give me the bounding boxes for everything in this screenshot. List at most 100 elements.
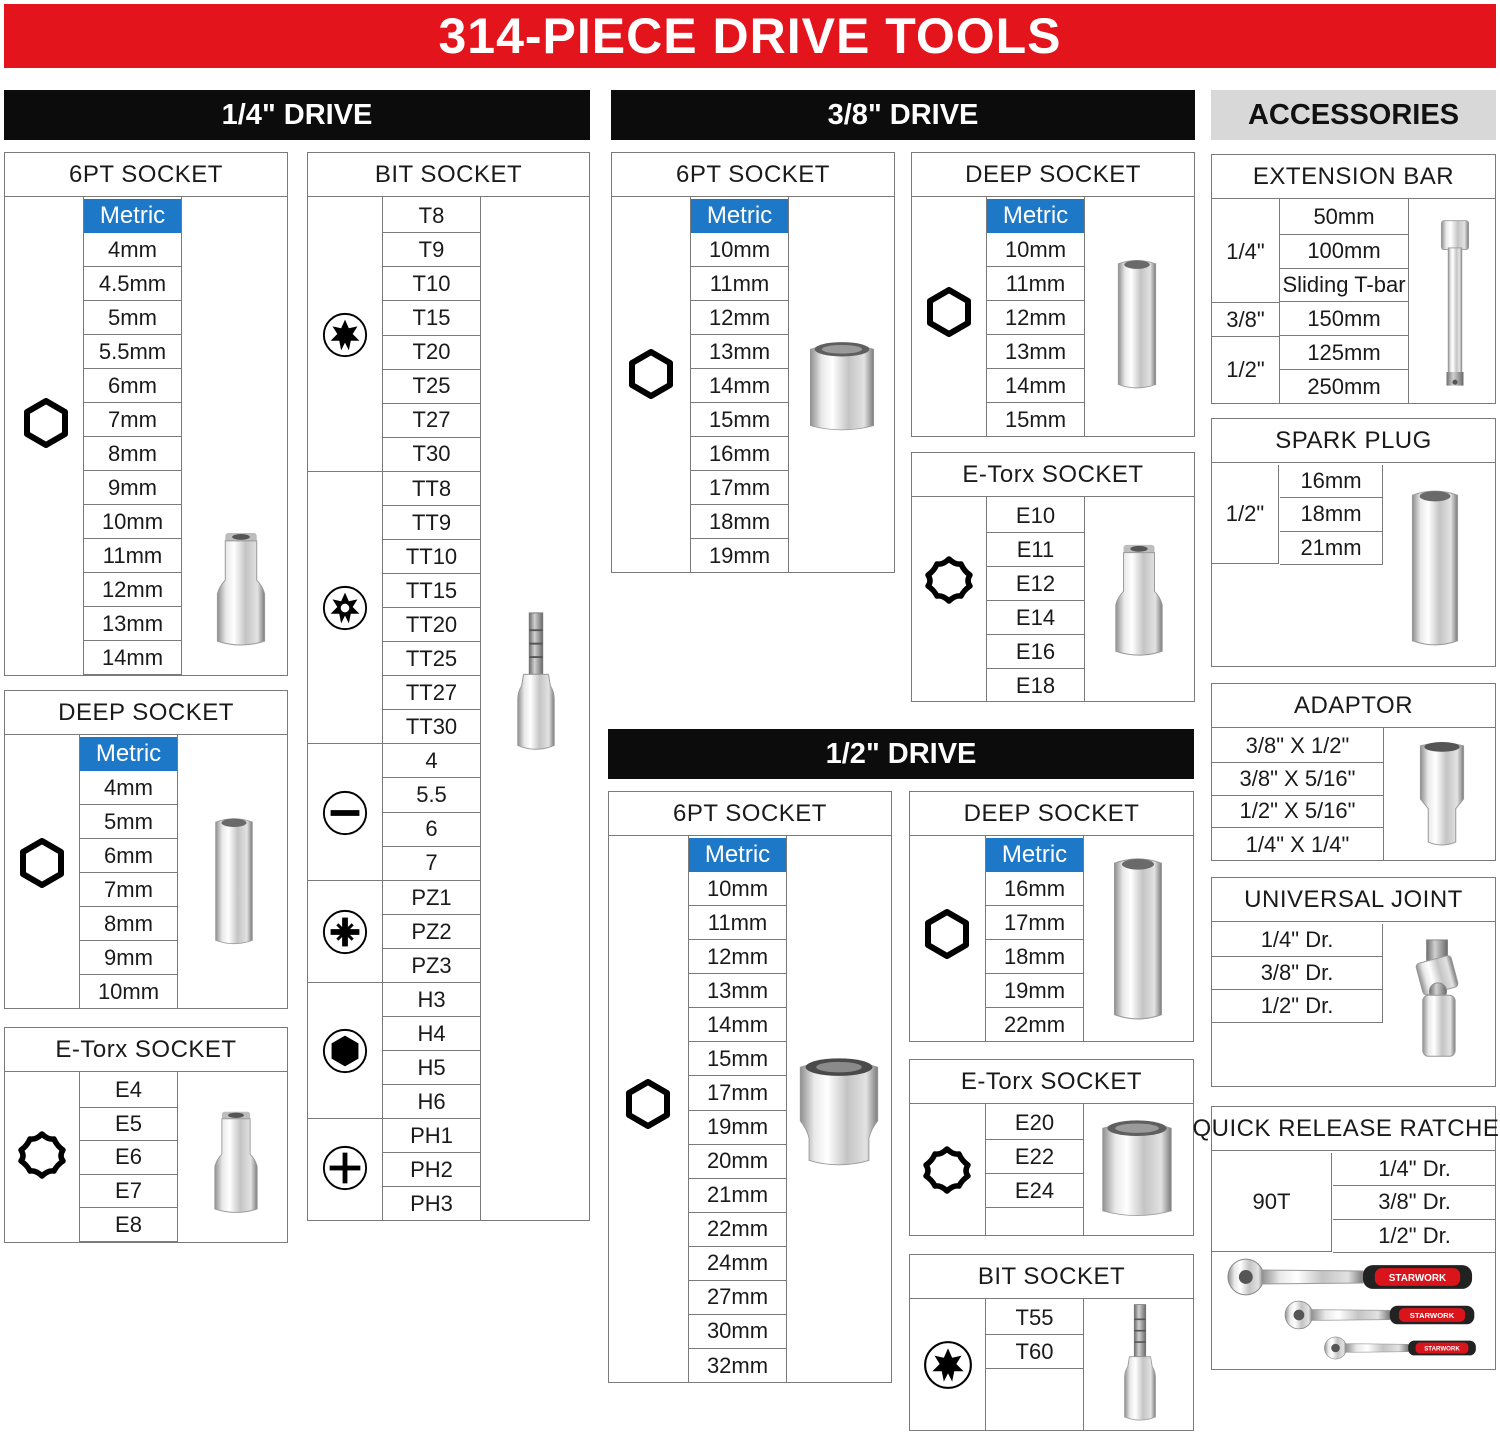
size-cell: PH1	[383, 1119, 480, 1153]
size-cell: PZ1	[383, 881, 480, 915]
torx-bit-icon	[922, 1339, 974, 1391]
size-cell: 11mm	[691, 267, 788, 301]
panel-title: DEEP SOCKET	[5, 691, 287, 735]
size-cell: 13mm	[689, 974, 786, 1009]
teeth-label: 90T	[1212, 1153, 1332, 1252]
size-cell: 15mm	[691, 403, 788, 437]
hex-socket-icon	[924, 287, 974, 337]
size-cell: TT30	[383, 710, 480, 744]
size-cell: 3/8" Dr.	[1212, 957, 1382, 990]
size-cell: 5.5mm	[84, 335, 181, 369]
size-cell: 3/8" X 1/2"	[1212, 730, 1383, 763]
panel-title: UNIVERSAL JOINT	[1212, 878, 1495, 922]
size-cell: TT10	[383, 540, 480, 574]
size-cell: 18mm	[691, 505, 788, 539]
drive-label: 1/2"	[1212, 465, 1279, 564]
panel-title: QUICK RELEASE RATCHET	[1192, 1107, 1500, 1151]
hex-socket-icon	[922, 909, 972, 959]
size-cell: 21mm	[689, 1179, 786, 1213]
size-cell: 16mm	[691, 437, 788, 471]
deep-socket-image	[209, 807, 259, 957]
size-cell: 14mm	[689, 1008, 786, 1043]
size-cell: 19mm	[708, 543, 771, 568]
size-cell: 11mm	[689, 906, 786, 941]
size-cell: 125mm	[1280, 336, 1408, 371]
size-cell: 21mm	[1280, 532, 1382, 565]
adaptor-panel: ADAPTOR 3/8" X 1/2"3/8" X 5/16"1/2" X 5/…	[1211, 683, 1496, 861]
pozidriv-bit-icon	[321, 908, 369, 956]
panel-title: DEEP SOCKET	[910, 792, 1193, 836]
size-cell: TT20	[383, 608, 480, 642]
ratchet-image-small	[1322, 1335, 1482, 1361]
size-cell: TT9	[383, 506, 480, 540]
hex-bit-icon	[321, 1027, 369, 1075]
hex-socket-icon	[626, 349, 676, 399]
size-cell: 6	[383, 813, 480, 847]
size-cell: 15mm	[1004, 407, 1067, 432]
size-cell: 20mm	[689, 1145, 786, 1179]
size-cell: 18mm	[986, 940, 1083, 974]
short-socket-image	[211, 531, 271, 649]
size-cell: 150mm	[1280, 303, 1408, 337]
size-cell: 11mm	[987, 267, 1084, 301]
size-cell: E8	[80, 1208, 177, 1242]
panel-title: E-Torx SOCKET	[912, 453, 1194, 497]
size-cell: 18mm	[1280, 498, 1382, 532]
size-cell: 7mm	[84, 403, 181, 437]
size-cell: PZ2	[383, 915, 480, 949]
bit-socket-image	[511, 611, 561, 755]
torx-bit-icon	[321, 311, 369, 359]
ratchet-image-large	[1224, 1257, 1482, 1297]
size-cell: T55	[986, 1301, 1083, 1335]
hex-socket-icon	[21, 398, 71, 448]
deep-socket-image	[1106, 854, 1170, 1026]
size-cell: 6mm	[80, 839, 177, 873]
quick-release-ratchet-panel: QUICK RELEASE RATCHET 90T 1/4" Dr.3/8" D…	[1192, 1106, 1500, 1370]
size-cell: 250mm	[1307, 374, 1381, 400]
panel-title: ADAPTOR	[1212, 684, 1495, 728]
phillips-bit-icon	[321, 1144, 369, 1192]
size-cell: 1/2" X 5/16"	[1212, 796, 1383, 829]
size-cell: 1/4" X 1/4"	[1245, 831, 1350, 857]
size-cell: E16	[987, 635, 1084, 669]
size-cell: E22	[986, 1140, 1083, 1174]
extension-bar-image	[1438, 209, 1472, 399]
metric-header: Metric	[691, 199, 788, 233]
metric-header: Metric	[80, 737, 177, 771]
size-cell: 13mm	[691, 335, 788, 369]
spark-plug-socket-image	[1402, 487, 1468, 651]
drive-label: 1/4"	[1212, 201, 1279, 303]
size-cell: 5.5	[383, 778, 480, 813]
size-cell: 1/2" Dr.	[1333, 1220, 1496, 1253]
size-cell: E12	[987, 567, 1084, 601]
socket-image	[795, 1050, 883, 1174]
size-cell: E20	[986, 1106, 1083, 1140]
size-cell: E6	[80, 1141, 177, 1175]
size-cell: T9	[383, 233, 480, 268]
size-cell: 15mm	[689, 1042, 786, 1077]
size-cell: T27	[383, 404, 480, 438]
size-cell: 27mm	[689, 1281, 786, 1315]
size-cell: 13mm	[84, 607, 181, 641]
size-cell: 10mm	[689, 872, 786, 907]
bit-socket-image	[1110, 1303, 1170, 1425]
title-banner: 314-PIECE DRIVE TOOLS	[4, 4, 1496, 68]
size-cell: 32mm	[706, 1352, 769, 1378]
size-cell: 14mm	[987, 369, 1084, 403]
metric-header: Metric	[689, 838, 786, 873]
size-cell: 50mm	[1280, 201, 1408, 235]
